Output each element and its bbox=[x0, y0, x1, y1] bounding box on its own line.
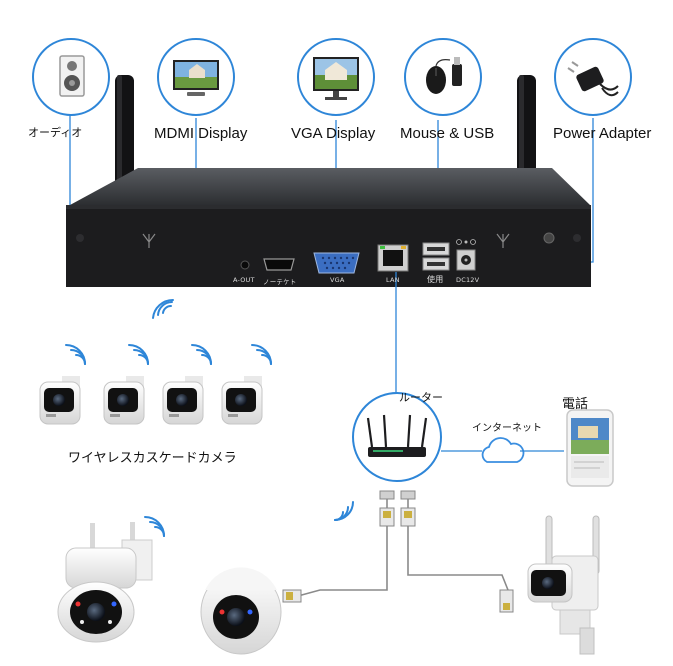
vga-display-circle bbox=[297, 38, 375, 116]
port-label-dc: DC12V bbox=[456, 276, 480, 284]
dome-camera bbox=[200, 567, 282, 655]
speaker-icon bbox=[59, 55, 85, 97]
vga-display-label: VGA Display bbox=[291, 125, 376, 142]
mouse-usb-label: Mouse & USB bbox=[400, 125, 495, 142]
wifi-signal-icon bbox=[65, 344, 86, 365]
port-label-aout: A-OUT bbox=[233, 276, 255, 284]
monitor-icon bbox=[313, 57, 359, 100]
hdmi-display-circle bbox=[157, 38, 235, 116]
wifi-signal-icon bbox=[152, 298, 174, 319]
wireless-camera-caption: ワイヤレスカスケードカメラ bbox=[68, 450, 237, 465]
power-adapter-label: Power Adapter bbox=[553, 125, 652, 142]
ptz-camera bbox=[57, 522, 153, 643]
phone-label: 電話 bbox=[562, 396, 589, 411]
monitor-icon bbox=[173, 60, 219, 96]
router-circle bbox=[352, 392, 442, 482]
wifi-signal-icon bbox=[251, 344, 272, 365]
speaker-circle bbox=[32, 38, 110, 116]
internet-label: インターネット bbox=[472, 423, 542, 434]
wifi-signal-icon bbox=[191, 344, 212, 365]
bullet-camera-row bbox=[39, 376, 263, 425]
wifi-signal-icon bbox=[128, 344, 149, 365]
power-adapter-circle bbox=[554, 38, 632, 116]
outdoor-camera bbox=[527, 515, 600, 655]
mouse-usb-circle bbox=[404, 38, 482, 116]
wifi-signal-icon bbox=[334, 501, 354, 521]
nvr-recorder bbox=[66, 168, 591, 287]
hdmi-display-label: MDMI Display bbox=[154, 125, 248, 142]
router-label: ルーター bbox=[399, 392, 443, 404]
power-adapter-icon bbox=[567, 61, 619, 97]
port-label-usb: 使用 bbox=[427, 275, 444, 284]
wifi-signal-icon bbox=[144, 516, 165, 537]
port-label-vga: VGA bbox=[330, 276, 345, 284]
mouse-icon bbox=[426, 57, 462, 94]
phone-icon bbox=[566, 409, 614, 487]
port-label-lan: LAN bbox=[386, 276, 400, 284]
cloud-icon bbox=[481, 437, 525, 463]
router-icon bbox=[366, 414, 428, 457]
audio-label: オーディオ bbox=[28, 127, 83, 139]
ethernet-connectors bbox=[282, 490, 514, 613]
port-label-hdmi: ノーテケト bbox=[263, 278, 297, 286]
